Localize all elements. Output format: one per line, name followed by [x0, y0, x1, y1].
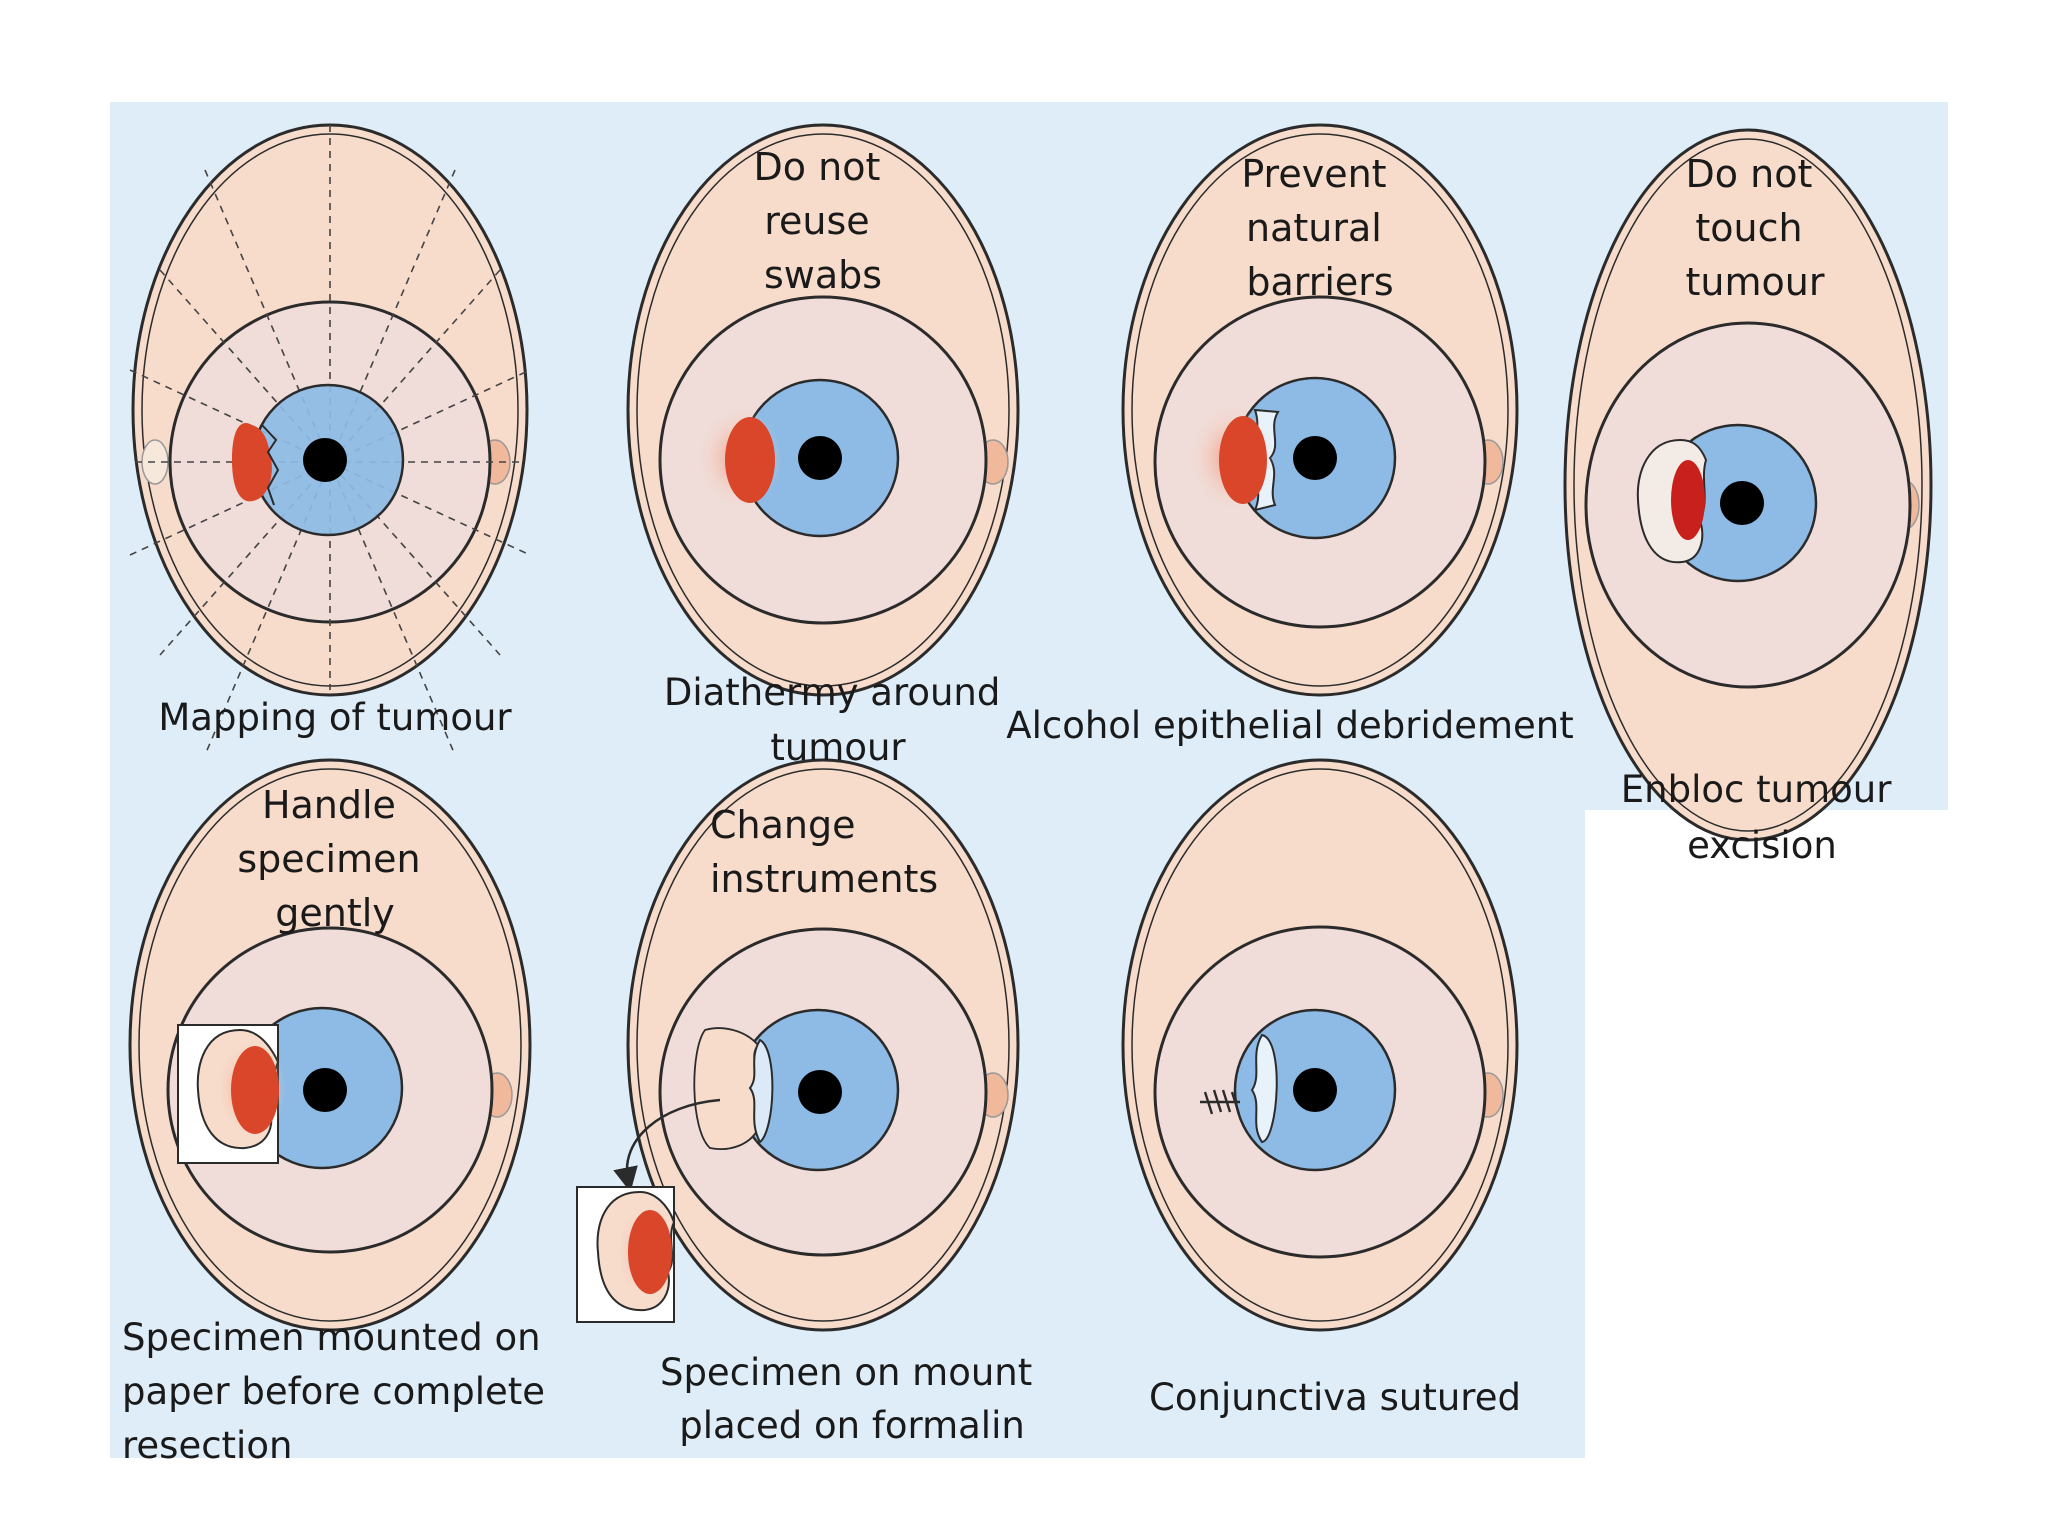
caption-alcohol: Alcohol epithelial debridement: [1006, 704, 1573, 747]
pupil-icon: [303, 1068, 347, 1112]
arrow-icon: [613, 1098, 721, 1193]
caption-specimen-mounted: Specimen mounted on paper before complet…: [122, 1316, 557, 1467]
panel-label: Handle specimen gently: [237, 783, 432, 935]
panel-alcohol: Prevent natural barriers: [1121, 123, 1519, 697]
caption-formalin: Specimen on mount placed on formalin: [660, 1351, 1044, 1447]
panel-diathermy: Do not reuse swabs: [626, 123, 1020, 697]
panel-label: Prevent natural barriers: [1241, 152, 1398, 304]
pupil-icon: [303, 438, 347, 482]
caption-mapping: Mapping of tumour: [158, 696, 512, 739]
caption-enbloc: Enbloc tumour excision: [1621, 768, 1903, 867]
tumour-icon: [1671, 460, 1705, 540]
caption-sutured: Conjunctiva sutured: [1149, 1376, 1521, 1419]
suture-icon: [1200, 1089, 1241, 1115]
panel-enbloc: Do not touch tumour: [1563, 128, 1933, 842]
pupil-icon: [1720, 481, 1764, 525]
panel-specimen-mounted: Handle specimen gently: [128, 758, 532, 1332]
tumour-icon: [231, 1046, 279, 1134]
panel-mapping: [129, 123, 531, 756]
tumour-icon: [232, 423, 272, 502]
pupil-icon: [1293, 436, 1337, 480]
pupil-icon: [1293, 1068, 1337, 1112]
tumour-icon: [628, 1210, 672, 1294]
panel-sutured: [1121, 758, 1519, 1332]
pupil-icon: [798, 436, 842, 480]
caption-diathermy: Diathermy around tumour: [664, 671, 1012, 769]
tumour-icon: [725, 417, 775, 503]
tumour-icon: [1219, 416, 1267, 504]
panel-label: Change instruments: [710, 803, 938, 901]
panel-formalin: Change instruments: [576, 758, 1020, 1332]
panel-label: Do not reuse swabs: [754, 145, 893, 297]
panel-label: Do not touch tumour: [1686, 152, 1825, 304]
pupil-icon: [798, 1070, 842, 1114]
